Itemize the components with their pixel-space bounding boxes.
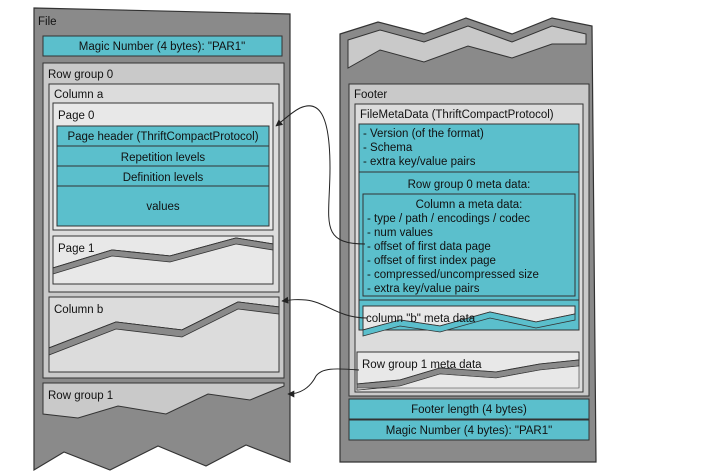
repetition-levels-label: Repetition levels: [121, 152, 206, 164]
page-0: Page 0 Page header (ThriftCompactProtoco…: [52, 102, 274, 231]
page-1: Page 1: [52, 235, 274, 285]
row-group-1-meta: Row group 1 meta data: [356, 351, 580, 391]
magic-number-top: Magic Number (4 bytes): "PAR1": [42, 35, 283, 57]
column-a-meta-item: - type / path / encodings / codec: [367, 213, 530, 225]
file-metadata: FileMetaData (ThriftCompactProtocol) - V…: [354, 103, 584, 393]
column-a-meta-item: - offset of first index page: [367, 255, 496, 267]
arrow-column-b-meta-to-column-b: [281, 296, 368, 319]
page-0-title: Page 0: [58, 110, 94, 122]
column-b-meta: column "b" meta data: [362, 305, 576, 337]
definition-levels-label: Definition levels: [123, 172, 204, 184]
footer-panel: Footer FileMetaData (ThriftCompactProtoc…: [348, 83, 590, 397]
file-block: File Magic Number (4 bytes): "PAR1" Row …: [33, 7, 291, 472]
footer-block: Footer FileMetaData (ThriftCompactProtoc…: [339, 17, 597, 463]
file-metadata-title: FileMetaData (ThriftCompactProtocol): [360, 109, 554, 121]
row-group-1-title: Row group 1: [48, 390, 113, 402]
magic-number-bottom-label: Magic Number (4 bytes): "PAR1": [386, 425, 552, 437]
arrow-row-group-1-meta-to-row-group-1: [287, 368, 360, 398]
column-a-meta-item: - offset of first data page: [367, 241, 491, 253]
column-a-meta-item: - num values: [367, 227, 433, 239]
file-meta-item: - extra key/value pairs: [363, 156, 476, 168]
values-label: values: [146, 201, 179, 213]
column-a-meta-title: Column a meta data:: [416, 199, 523, 211]
column-a-meta-item: - compressed/uncompressed size: [367, 269, 539, 281]
column-b-title: Column b: [54, 304, 103, 316]
footer-title: Footer: [354, 89, 387, 101]
column-b: Column b: [48, 296, 280, 373]
magic-number-top-label: Magic Number (4 bytes): "PAR1": [79, 41, 245, 53]
file-meta-item: - Schema: [363, 142, 413, 154]
pointer-arrows: [275, 105, 368, 398]
values-block: [56, 185, 270, 227]
row-group-1-meta-label: Row group 1 meta data: [362, 359, 482, 371]
row-group-0: Row group 0 Column a Page 0 Page header …: [42, 62, 285, 379]
column-a-meta: Column a meta data: - type / path / enco…: [362, 193, 576, 297]
file-title: File: [38, 16, 57, 28]
column-a-title: Column a: [54, 89, 104, 101]
magic-number-bottom: Magic Number (4 bytes): "PAR1": [348, 419, 590, 441]
column-a-meta-item: - extra key/value pairs: [367, 283, 480, 295]
arrow-offset-to-page-header: [275, 105, 366, 245]
page-header-label: Page header (ThriftCompactProtocol): [67, 131, 258, 143]
file-meta-item: - Version (of the format): [363, 128, 484, 140]
footer-length: Footer length (4 bytes): [348, 398, 590, 420]
page-1-title: Page 1: [58, 243, 94, 255]
column-b-meta-label: column "b" meta data: [366, 313, 476, 325]
row-group-0-meta-title: Row group 0 meta data:: [408, 179, 531, 191]
row-group-0-meta: Row group 0 meta data: Column a meta dat…: [358, 171, 580, 301]
column-a: Column a Page 0 Page header (ThriftCompa…: [48, 83, 280, 293]
footer-length-label: Footer length (4 bytes): [411, 404, 527, 416]
row-group-1: Row group 1: [42, 382, 285, 419]
row-group-0-title: Row group 0: [48, 69, 113, 81]
